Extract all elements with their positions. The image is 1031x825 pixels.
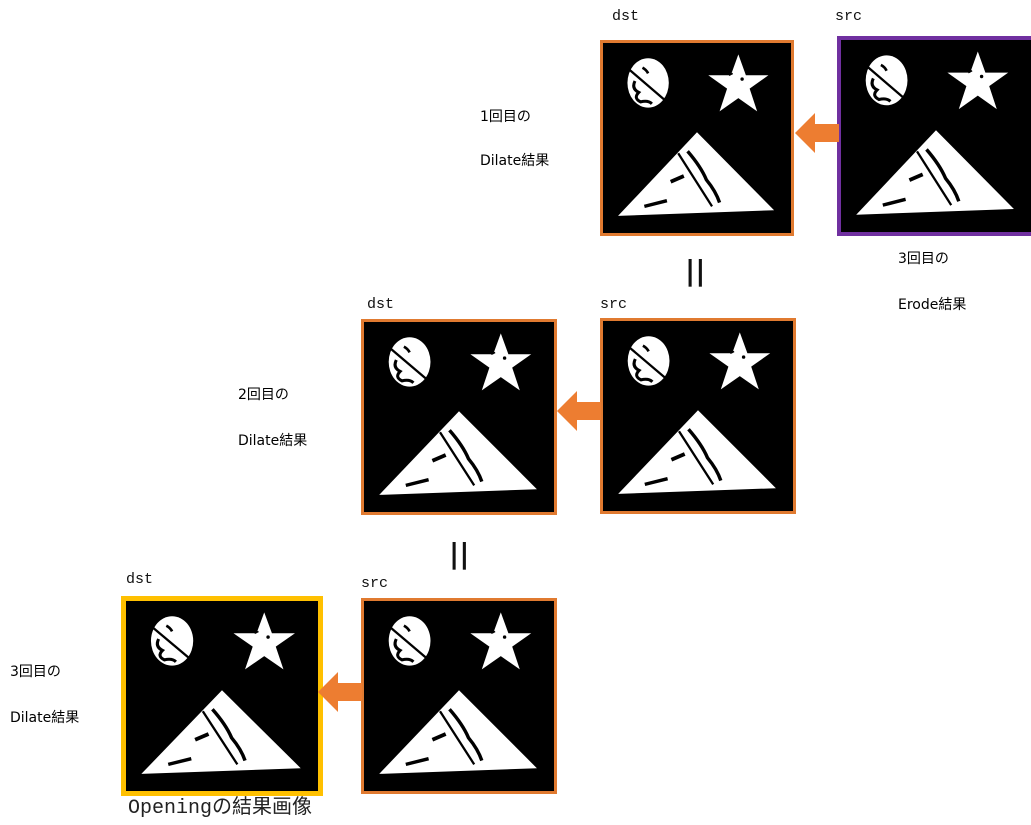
row1-dst-label: dst bbox=[612, 8, 640, 25]
row1-dst-image bbox=[600, 40, 794, 236]
row1-result-label-1: 1回目の bbox=[480, 109, 531, 125]
row3-src-image bbox=[361, 598, 557, 794]
row1-src-note-2: Erode結果 bbox=[898, 297, 967, 313]
row3-result-label-1: 3回目の bbox=[10, 664, 61, 680]
equals-mark-1: || bbox=[685, 254, 706, 287]
row2-result-label-1: 2回目の bbox=[238, 387, 289, 403]
row3-dst-image bbox=[121, 596, 323, 796]
row1-src-note-1: 3回目の bbox=[898, 251, 949, 267]
row1-result-label-2: Dilate結果 bbox=[480, 153, 550, 169]
row2-result-label-2: Dilate結果 bbox=[238, 433, 308, 449]
equals-mark-2: || bbox=[449, 537, 470, 570]
row2-arrow-left-icon bbox=[557, 389, 601, 433]
final-caption: Openingの結果画像 bbox=[128, 797, 313, 820]
row3-arrow-left-icon bbox=[318, 670, 362, 714]
row1-src-image bbox=[837, 36, 1031, 236]
row1-arrow-left-icon bbox=[795, 111, 839, 155]
row3-result-label-2: Dilate結果 bbox=[10, 710, 80, 726]
row2-dst-image bbox=[361, 319, 557, 515]
row1-src-label: src bbox=[835, 8, 863, 25]
row3-dst-label: dst bbox=[126, 571, 154, 588]
row2-dst-label: dst bbox=[367, 296, 395, 313]
row2-src-image bbox=[600, 318, 796, 514]
row2-src-label: src bbox=[600, 296, 628, 313]
row3-src-label: src bbox=[361, 575, 389, 592]
